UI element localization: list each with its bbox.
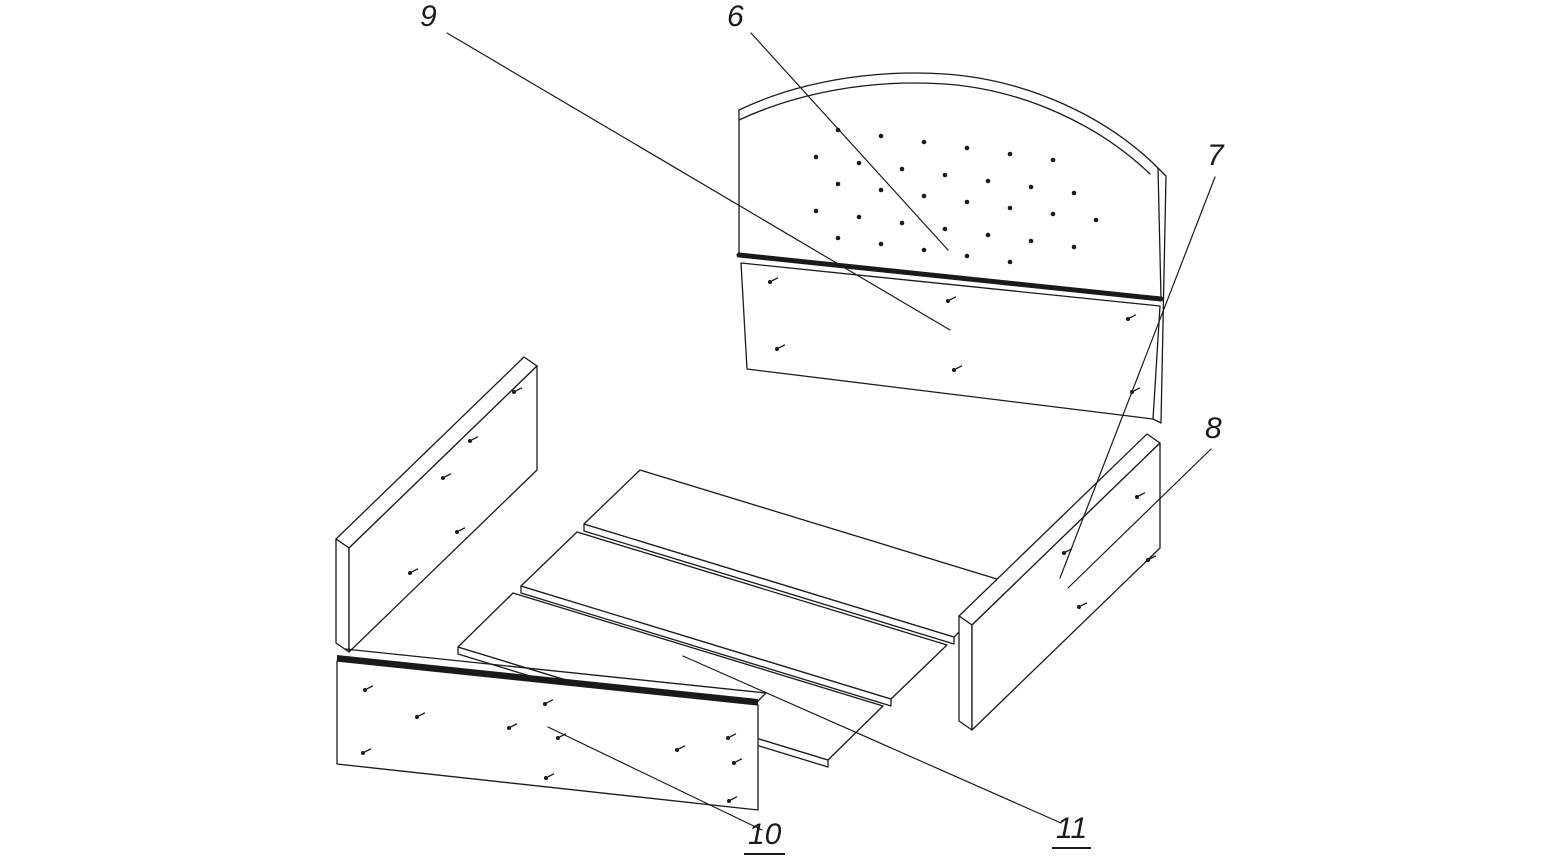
left-panel-side-face [335,538,350,653]
leader-lines [446,32,1216,831]
headboard-arch-thickness-line [738,82,1151,175]
leader-line-11 [682,655,1062,824]
callout-label-11: 11 [1052,814,1092,849]
tuft-dot [1007,205,1013,211]
tuft-dot [878,133,884,139]
callout-label-9: 9 [420,0,437,33]
slat-face [520,531,948,700]
footboard-top-edge-band [337,655,758,705]
leader-line-7 [1059,176,1216,579]
tuft-dot [1071,190,1077,196]
tuft-dot [921,247,927,253]
slat-face [583,469,1011,638]
tuft-dot [899,166,905,172]
slat-face [457,592,884,761]
tuft-dots [813,127,1099,265]
tuft-dot [1028,238,1034,244]
tuft-dot [1050,157,1056,163]
tuft-dot [813,154,819,160]
tuft-dot [813,208,819,214]
tuft-dot [942,226,948,232]
tuft-dot [835,127,841,133]
tuft-dot [1093,217,1099,223]
leader-line-8 [1067,448,1212,589]
right-panel-front-face [971,442,1161,731]
tuft-dot [1050,211,1056,217]
right-panel-side-face [958,615,973,731]
tuft-dot [985,178,991,184]
headboard [736,72,1167,424]
tuft-dot [921,193,927,199]
callout-label-10: 10 [744,820,786,855]
callout-label-7: 7 [1207,139,1224,172]
tuft-dot [1007,151,1013,157]
tuft-dot [964,145,970,151]
tuft-dot [964,199,970,205]
tuft-dot [899,220,905,226]
leader-line-6 [750,32,949,251]
tuft-dot [1028,184,1034,190]
tuft-dot [1007,259,1013,265]
right-side-panel [958,433,1161,731]
tuft-dot [856,160,862,166]
headboard-arched-face [738,72,1162,299]
headboard-divider-band [736,252,1164,302]
tuft-dot [921,139,927,145]
tuft-dot [1071,244,1077,250]
callout-label-6: 6 [727,0,744,33]
tuft-dot [878,241,884,247]
left-side-panel [335,356,538,653]
tuft-dot [835,181,841,187]
tuft-dot [964,253,970,259]
callout-label-8: 8 [1205,412,1222,445]
tuft-dot [856,214,862,220]
headboard-right-side-edge [1152,167,1167,424]
tuft-dot [942,172,948,178]
leader-line-9 [446,32,951,331]
tuft-dot [985,232,991,238]
tuft-dot [878,187,884,193]
tuft-dot [835,235,841,241]
leader-line-10 [547,726,763,831]
headboard-lower-panel [740,262,1161,420]
left-panel-front-face [348,365,538,653]
